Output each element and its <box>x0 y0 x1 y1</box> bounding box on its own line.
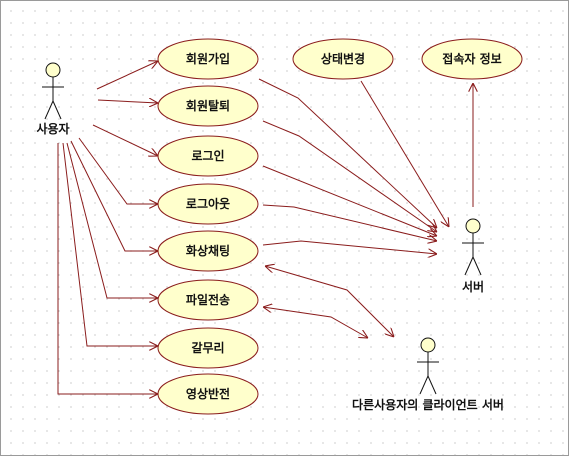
use-case-ellipse <box>292 38 394 80</box>
actor-server: 서버 <box>462 218 484 294</box>
use-case-ellipse <box>157 373 259 415</box>
use-case-ellipse <box>421 38 523 80</box>
association-join-server <box>258 78 437 228</box>
actor-head <box>465 218 481 234</box>
actor-right-leg <box>472 256 482 276</box>
actor-right-leg <box>427 375 437 395</box>
actor-label: 사용자 <box>36 121 69 136</box>
use-case-label: 접속자 정보 <box>442 51 501 66</box>
use-case-login: 로그인 <box>157 135 259 177</box>
association-user-leave <box>97 100 158 103</box>
association-logout-server <box>262 204 437 241</box>
use-case-label: 영상반전 <box>186 386 230 401</box>
use-case-logout: 로그아웃 <box>157 183 259 225</box>
actor-label: 다른사용자의 클라이언트 서버 <box>352 397 504 412</box>
use-case-label: 파일전송 <box>186 292 230 307</box>
actor-other: 다른사용자의 클라이언트 서버 <box>352 337 504 412</box>
use-case-ellipse <box>157 327 259 369</box>
association-leave-server <box>262 120 437 232</box>
association-status-server <box>360 80 449 227</box>
association-login-server <box>262 165 437 236</box>
association-user-login <box>92 124 158 156</box>
actor-left-leg <box>464 256 474 276</box>
association-user-quit <box>62 142 158 346</box>
use-case-label: 로그아웃 <box>186 196 230 211</box>
use-case-chat: 화상채팅 <box>157 230 259 272</box>
use-case-ellipse <box>157 135 259 177</box>
association-user-flip <box>57 143 158 394</box>
use-case-label: 회원가입 <box>186 51 230 66</box>
use-case-label: 화상채팅 <box>186 243 230 258</box>
use-case-label: 갈무리 <box>191 340 224 355</box>
actor-label: 서버 <box>462 279 484 294</box>
use-case-quit: 갈무리 <box>157 327 259 369</box>
association-user-chat <box>70 140 158 251</box>
actor-left-leg <box>419 375 429 395</box>
use-case-ellipse <box>157 183 259 225</box>
use-case-label: 로그인 <box>191 148 224 163</box>
actor-user: 사용자 <box>36 62 70 136</box>
actor-head <box>45 62 61 78</box>
use-case-status: 상태변경 <box>292 38 394 80</box>
association-user-file <box>66 142 158 298</box>
association-user-join <box>96 61 158 90</box>
use-case-info: 접속자 정보 <box>421 38 523 80</box>
use-case-leave: 회원탈퇴 <box>157 85 259 127</box>
associations-layer <box>57 61 473 394</box>
association-file-other <box>263 307 368 338</box>
association-user-logout <box>78 137 158 204</box>
association-chat-other <box>265 266 394 337</box>
actor-right-leg <box>52 100 62 120</box>
use-case-label: 상태변경 <box>321 51 365 66</box>
use-case-flip: 영상반전 <box>157 373 259 415</box>
use-case-ellipse <box>157 230 259 272</box>
actor-head <box>420 337 436 353</box>
use-case-ellipse <box>157 85 259 127</box>
actor-left-leg <box>44 100 54 120</box>
association-chat-server <box>262 240 437 254</box>
use-case-label: 회원탈퇴 <box>186 98 230 113</box>
use-case-ellipse <box>157 279 259 321</box>
use-case-file: 파일전송 <box>157 279 259 321</box>
use-case-ellipse <box>157 38 259 80</box>
use-case-join: 회원가입 <box>157 38 259 80</box>
